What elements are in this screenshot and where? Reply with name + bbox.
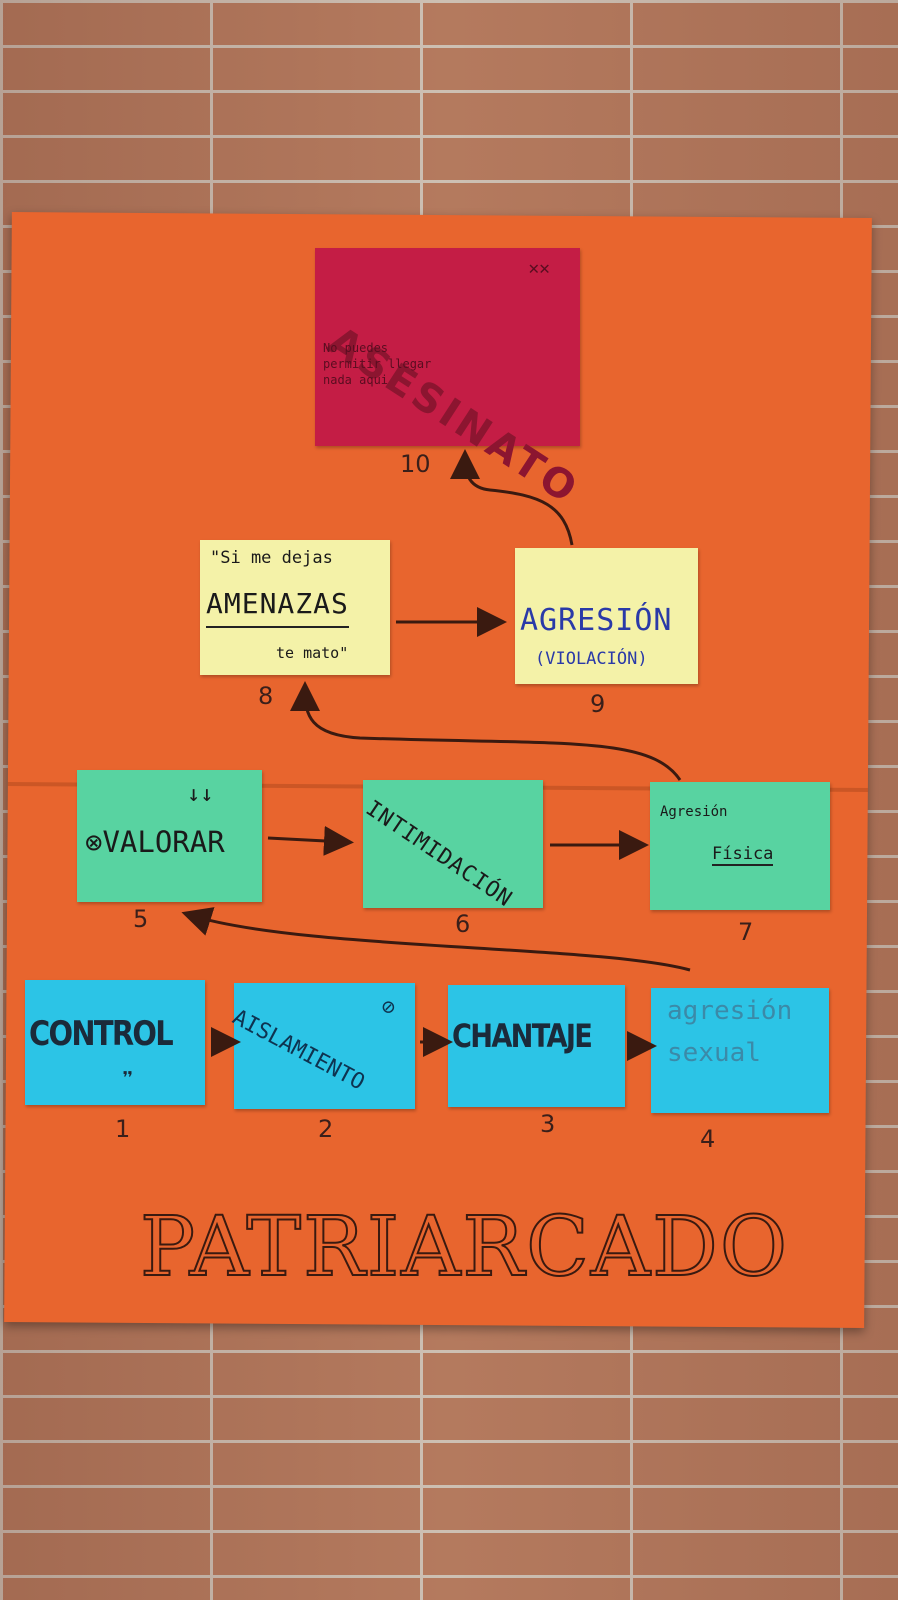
step-number: 1 <box>115 1115 131 1143</box>
arrow-7-8 <box>290 681 682 781</box>
note-suffix: te mato" <box>276 644 349 662</box>
note-aislamiento: ⊘ AISLAMIENTO <box>228 983 415 1109</box>
down-arrows-icon: ↓↓ <box>187 782 214 807</box>
note-line2: Física <box>712 844 774 866</box>
arrow-5-6 <box>267 825 354 856</box>
step-number: 2 <box>318 1115 334 1143</box>
note-agresion: AGRESIÓN (VIOLACIÓN) <box>515 548 698 684</box>
step-number: 6 <box>455 910 471 938</box>
note-label: AMENAZAS <box>206 587 349 628</box>
step-number: 7 <box>738 918 754 946</box>
note-label: AGRESIÓN <box>520 603 673 638</box>
note-agresion-fisica: Agresión Física <box>650 782 830 910</box>
note-label: CONTROL <box>29 1014 174 1054</box>
poster-title: PATRIARCADO <box>139 1199 790 1296</box>
quote-icon: ❞ <box>121 1068 135 1093</box>
note-line1: agresión <box>667 996 793 1026</box>
arrow-4-5 <box>181 907 691 972</box>
note-valorar: ↓↓ ⊗VALORAR <box>77 770 262 902</box>
xx-face-icon: ✕✕ <box>528 258 550 279</box>
step-number: 5 <box>133 905 149 933</box>
step-number: 8 <box>258 682 274 710</box>
note-intimidacion: INTIMIDACIÓN <box>361 780 543 912</box>
step-number: 4 <box>700 1125 716 1153</box>
note-asesinato: ✕✕ ASESINATO No puedes permitir llegar n… <box>315 248 588 514</box>
note-prefix: "Si me dejas <box>210 548 333 568</box>
step-number: 3 <box>540 1110 556 1138</box>
note-line2: sexual <box>667 1038 761 1068</box>
note-sub: (VIOLACIÓN) <box>535 649 648 669</box>
arrow-9-10 <box>450 449 574 546</box>
note-amenazas: "Si me dejas AMENAZAS te mato" <box>200 540 390 675</box>
note-label: CHANTAJE <box>452 1017 593 1055</box>
note-chantaje: CHANTAJE <box>448 985 625 1107</box>
note-control: CONTROL ❞ <box>25 980 205 1105</box>
note-agresion-sexual: agresión sexual <box>651 988 829 1113</box>
no-symbol-icon: ⊘ <box>381 995 395 1020</box>
note-line1: Agresión <box>660 804 728 820</box>
note-label: ⊗VALORAR <box>85 825 225 859</box>
step-number: 10 <box>400 450 431 478</box>
note-label-text: VALORAR <box>102 825 225 859</box>
note-subtext: No puedes permitir llegar nada aqui <box>323 341 432 387</box>
step-number: 9 <box>590 690 606 718</box>
